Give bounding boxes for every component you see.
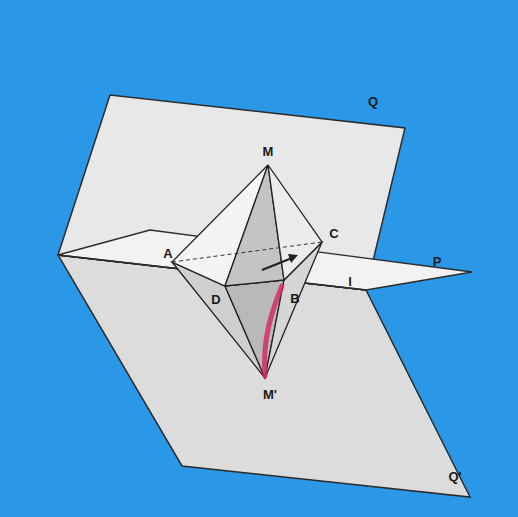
point-label: C: [329, 227, 338, 240]
highlight-segment: [264, 286, 282, 376]
point-label: A: [163, 247, 172, 260]
arrow-mark: [262, 258, 292, 270]
point-label: B: [290, 292, 299, 305]
point-label: M': [263, 388, 277, 401]
arrow-head: [288, 254, 298, 263]
point-label: M: [263, 145, 274, 158]
point-label: Q': [448, 470, 461, 483]
plane-q-prime: [58, 255, 470, 497]
pyramid-face: [268, 165, 322, 280]
point-label: Q: [368, 95, 378, 108]
hidden-edge: [172, 242, 322, 262]
point-label: P: [433, 255, 442, 268]
point-label: D: [211, 293, 220, 306]
point-label: l: [348, 275, 352, 288]
